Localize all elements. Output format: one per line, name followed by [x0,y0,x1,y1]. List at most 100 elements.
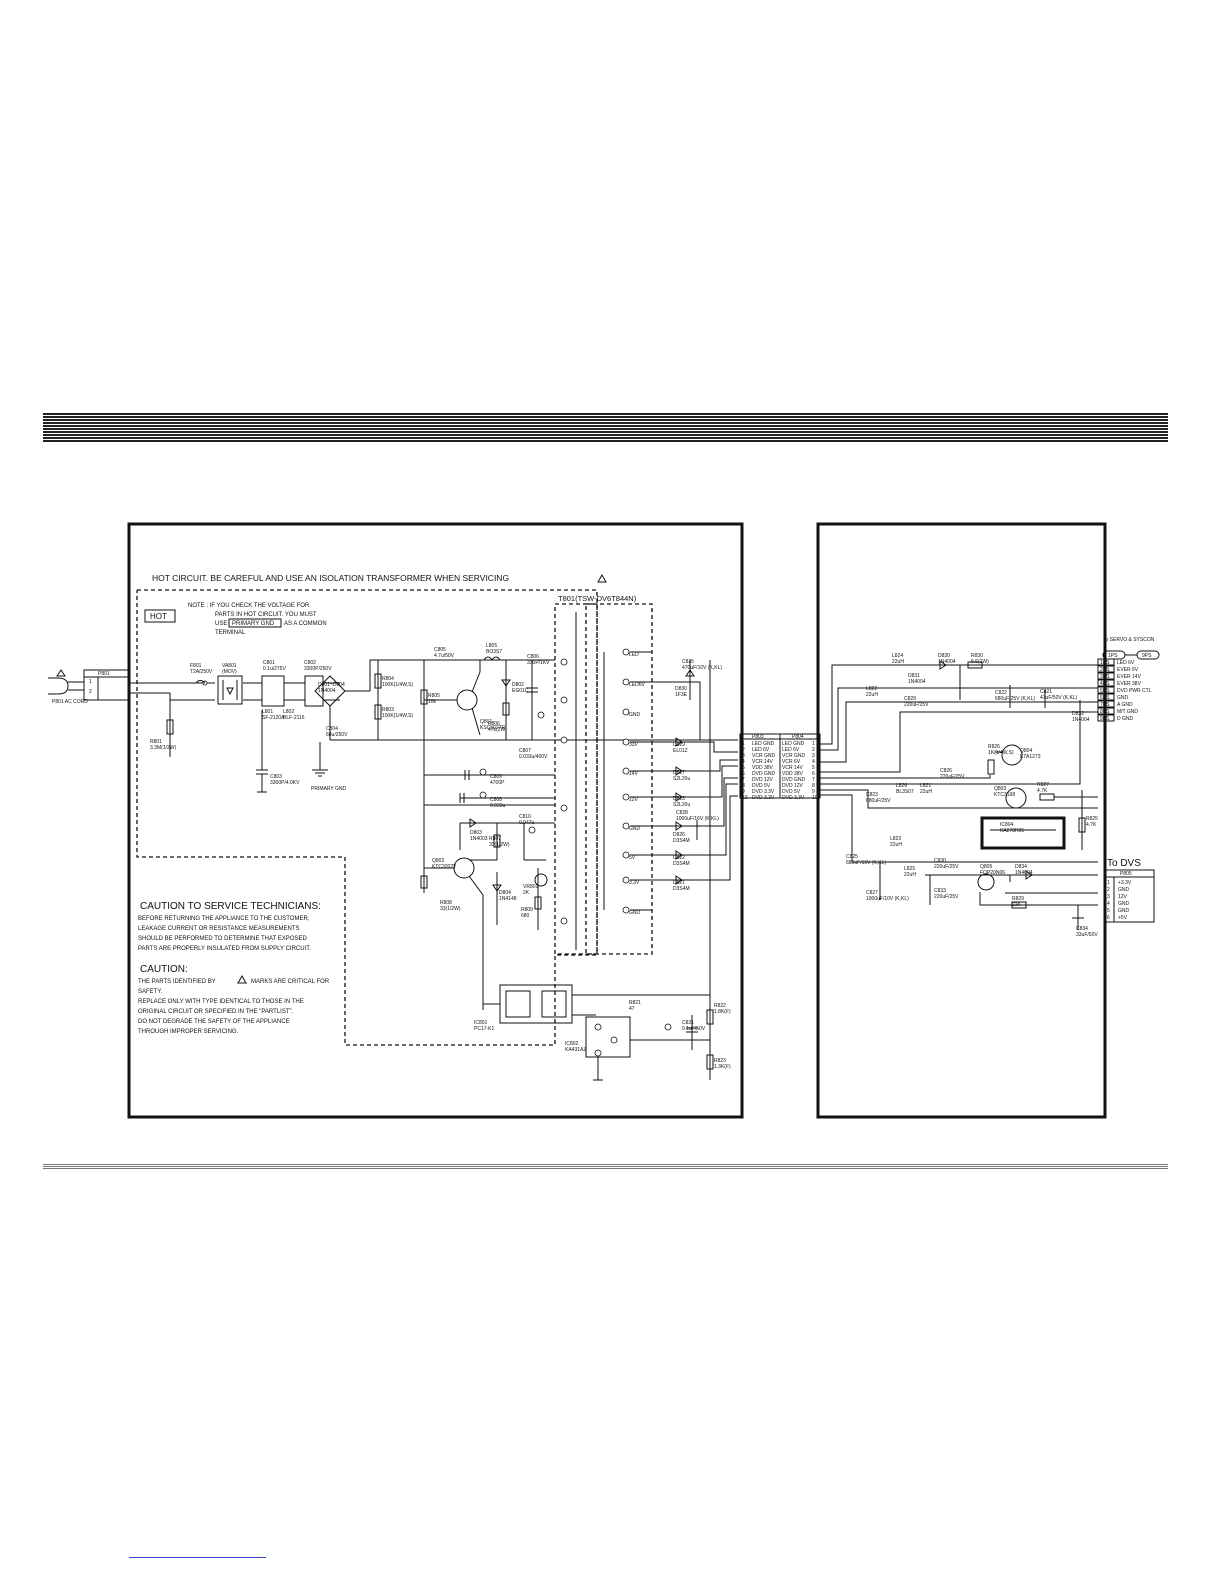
component-ref: F801 [190,663,202,669]
dvs-pin-label: +3.3V [1118,880,1132,886]
component-ref: R807 [489,836,501,842]
primary-gnd-box [228,618,282,628]
component-value: 1.3K(F) [714,1064,731,1070]
component-ref: D803 [470,830,482,836]
dvs-pin-number: 3 [1107,894,1110,900]
component-ref: R801 [150,739,162,745]
p804-pin-label: VCR GND [782,753,805,759]
component-ref: L822 [866,686,877,692]
component-value: 2K [523,890,530,896]
component-value: 22uH [920,789,932,795]
component-value: 220uF/25V [940,774,965,780]
ac-cord-label: P801 AC CORD [52,699,88,705]
transformer-pin-label: GND [629,712,641,718]
component-value: 680 [521,913,530,919]
component-ref: C831 [682,1020,694,1026]
component-ref: D802 [512,682,524,688]
component-value: 68u/250V [326,732,348,738]
p803-pin-number: 3 [742,753,745,759]
component-ref: C823 [866,792,878,798]
p804-pin-label: LED 6V [782,747,800,753]
connector-p803-p804 [739,733,821,799]
caution-line-3: REPLACE ONLY WITH TYPE IDENTICAL TO THOS… [138,999,304,1005]
component-value: 1N4004 [938,659,956,665]
component-ref: R806 [488,721,500,727]
component-value: 47uF/50V (K,KL) [1040,695,1078,701]
component-value: KA431AZ [565,1047,586,1053]
component-ref: R803 [382,707,394,713]
component-value: 4.7u/50V [434,653,455,659]
p803-pin-label: VDD 38V [752,765,774,771]
transformer-pin-label: LED [629,652,639,658]
p803-pin-label: LED GND [752,741,775,747]
component-ref: C801 [263,660,275,666]
dvs-title: To DVS [1107,858,1141,869]
component-ref: C821 [1040,689,1052,695]
component-ref: D831 [908,673,920,679]
component-ref: R826 [988,744,1000,750]
component-value: 680uF/25V (K,KL) [995,696,1035,702]
component-value: 470uF/10V (K,KL) [682,665,722,671]
component-value: D3S4M [673,838,690,844]
component-value: 100K(1/4W,S) [382,682,413,688]
transformer-pin-label: 12V [629,797,639,803]
component-value: EL01Z [673,748,688,754]
component-value: 0.047u [519,820,535,826]
component-value: BLF-2116 [283,715,305,721]
component-value: 1K(1/4W,S) [988,750,1014,756]
component-ref: D829 [673,742,685,748]
component-value: 33(1/2W) [440,906,461,912]
p804-pin-number: 7 [812,777,815,783]
component-ref: R821 [629,1000,641,1006]
component-value: KTA1273 [1020,754,1041,760]
servo-pin-id: 3PS [1100,674,1110,680]
caution-line-6: THROUGH IMPROPER SERVICING. [138,1029,239,1035]
component-value: 1F3E [675,692,688,698]
component-value: KTC3198 [994,792,1015,798]
component-ref: C828 [676,810,688,816]
dvs-pin-label: GND [1118,901,1130,907]
component-value: 330P/1KV [527,660,550,666]
servo-pin-box [1097,700,1115,708]
p803-pin-number: 2 [742,747,745,753]
component-ref: C805 [434,647,446,653]
component-value: 1000uF/10V (K,KL) [866,896,909,902]
transformer-pin [622,822,630,830]
component-ref: R804 [382,676,394,682]
p804-pin-number: 5 [812,765,815,771]
component-ref: D826 [673,832,685,838]
component-value: 220uF/25V [934,894,959,900]
transformer-pin [622,708,630,716]
component-ref: L826 [896,783,907,789]
transformer-pin [622,738,630,746]
component-value: 1N4004 [1072,717,1090,723]
right-board-wiring [820,660,1098,930]
servo-pin-label: EVER 6V [1117,667,1139,673]
servo-pin-box [1097,714,1115,722]
transformer-primary-box [554,603,598,955]
transformer-pin-label: 5V [629,855,636,861]
p803-title: P803 [752,734,764,740]
caution-technicians-line-2: LEAKAGE CURRENT OR RESISTANCE MEASUREMEN… [138,926,299,932]
component-ref: VR801 [523,884,539,890]
servo-pin-id: 5PS [1100,688,1110,694]
caution-line-1-pre: THE PARTS IDENTIFIED BY [138,979,216,985]
transformer-pin [622,678,630,686]
servo-pin-box [1097,665,1115,673]
component-ref: C833 [934,888,946,894]
header-rule-band [43,413,1168,443]
component-ref: C804 [326,726,338,732]
caution-line-4: ORIGINAL CIRCUIT OR SPECIFIED IN THE "PA… [138,1009,294,1015]
component-ref: Q803 [994,786,1006,792]
servo-pin-label: LED 6V [1117,660,1135,666]
p803-pin-label: DVD 5V [752,783,771,789]
component-ref: D830 [675,686,687,692]
component-value: 22uH [904,872,916,878]
dvs-pin-number: 2 [1107,887,1110,893]
dvs-pin-label: 12V [1118,894,1128,900]
component-ref: VA801 [222,663,237,669]
component-value: FQP20N06 [980,870,1005,876]
caution-technicians-line-3: SHOULD BE PERFORMED TO DETERMINE THAT EX… [138,936,307,942]
